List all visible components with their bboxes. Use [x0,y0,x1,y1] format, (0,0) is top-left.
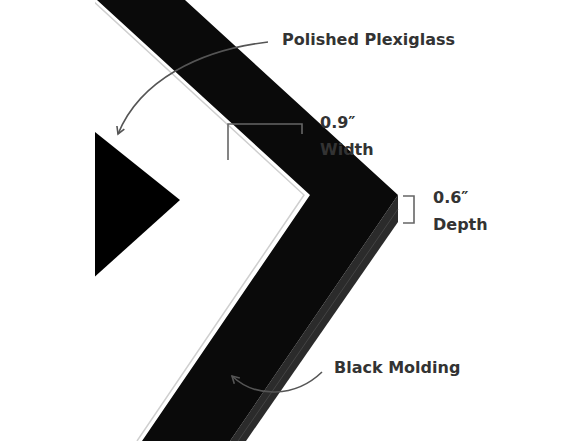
dimension-name: Depth [433,215,488,234]
width-bracket [228,124,302,160]
artwork [95,120,180,290]
depth-bracket [403,196,414,223]
dimension-value: 0.6″ [433,188,469,207]
callout-arrow [232,372,322,392]
callout-label: Black Molding [334,358,460,377]
dimension-name: Width [320,140,374,159]
callout-label: Polished Plexiglass [282,30,455,49]
dimension-value: 0.9″ [320,113,356,132]
callout-arrow [118,42,268,134]
